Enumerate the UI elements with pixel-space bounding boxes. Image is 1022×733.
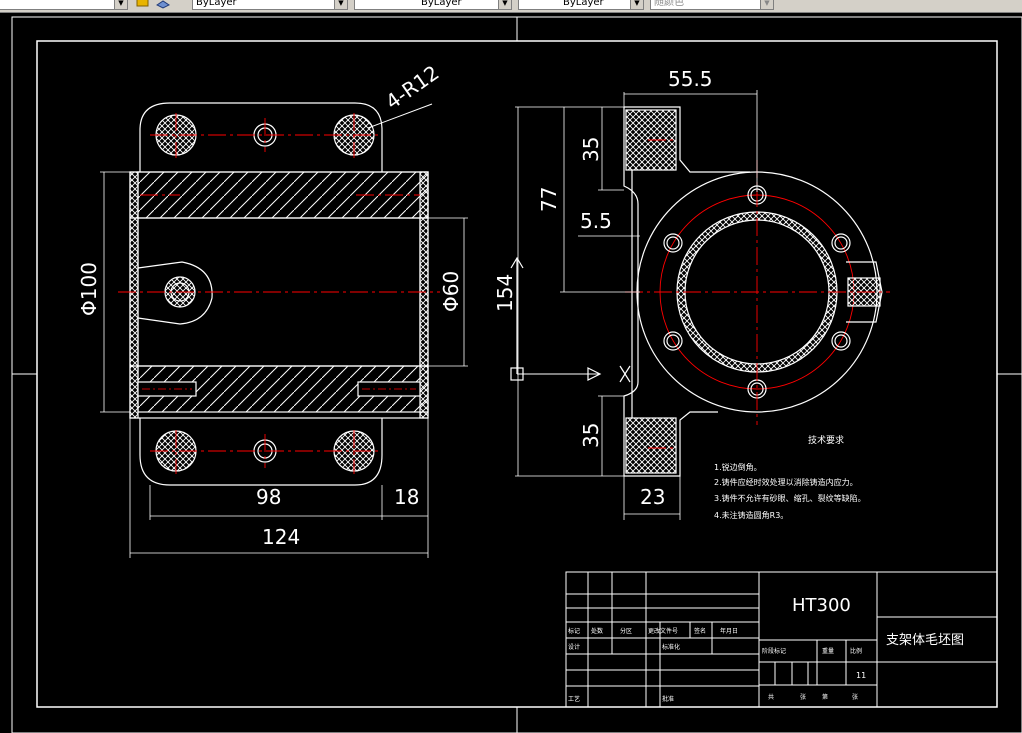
stage-label: 阶段标记 — [762, 647, 786, 655]
weight-label: 重量 — [822, 647, 834, 655]
plotstyle-combo[interactable]: 随颜色▼ — [650, 0, 774, 10]
note-3: 3.铸件不允许有砂眼、缩孔、裂纹等缺陷。 — [714, 493, 866, 503]
dim-5-5: 5.5 — [580, 209, 612, 233]
linetype-combo[interactable]: ByLayer▼ — [354, 0, 512, 10]
scale-label: 比例 — [850, 647, 862, 655]
dim-dia60: Φ60 — [439, 271, 463, 312]
note-4: 4.未注铸造圆角R3。 — [714, 510, 788, 520]
side-view — [510, 90, 890, 520]
chevron-down-icon[interactable]: ▼ — [334, 0, 347, 9]
row-label-date: 年月日 — [720, 627, 738, 635]
row-label-mark: 标记 — [568, 627, 580, 635]
sheet-count: 11 — [856, 671, 866, 680]
layer-state-icon[interactable] — [136, 0, 150, 9]
row-label-zone: 分区 — [620, 627, 632, 635]
dim-154: 154 — [493, 274, 517, 312]
chevron-down-icon[interactable]: ▼ — [498, 0, 511, 9]
row-label-count: 处数 — [591, 627, 603, 635]
note-1: 1.锐边倒角。 — [714, 462, 762, 472]
lineweight-combo[interactable]: ByLayer▼ — [518, 0, 644, 10]
dim-35-bottom: 35 — [579, 423, 603, 448]
sheet-label-2: 张 — [852, 693, 858, 701]
dim-124: 124 — [262, 525, 300, 549]
chevron-down-icon[interactable]: ▼ — [630, 0, 643, 9]
row-label-sign: 签名 — [694, 627, 706, 635]
layer-previous-icon[interactable] — [156, 0, 170, 9]
chevron-down-icon[interactable]: ▼ — [760, 0, 773, 9]
sheet-no-label: 第 — [822, 693, 828, 701]
layer-combo[interactable]: ▼ — [0, 0, 128, 10]
standard-label: 标准化 — [662, 643, 680, 651]
dim-98: 98 — [256, 485, 281, 509]
approve-label: 批准 — [662, 695, 674, 703]
dim-77: 77 — [537, 187, 561, 212]
note-2: 2.铸件应经时效处理以消除铸造内应力。 — [714, 477, 858, 487]
dim-dia100: Φ100 — [77, 262, 101, 316]
dim-35-top: 35 — [579, 137, 603, 162]
drawing-canvas[interactable]: 4-R12 Φ100 Φ60 98 18 124 — [0, 12, 1022, 733]
properties-toolbar: ▼ ByLayer▼ ByLayer▼ ByLayer▼ 随颜色▼ — [0, 0, 1022, 13]
design-label: 设计 — [568, 643, 580, 651]
craft-label: 工艺 — [568, 695, 580, 703]
row-label-doc: 更改文件号 — [648, 627, 678, 635]
color-combo[interactable]: ByLayer▼ — [192, 0, 348, 10]
dim-18: 18 — [394, 485, 419, 509]
dim-23: 23 — [640, 485, 665, 509]
sheet-label: 张 — [800, 693, 806, 701]
front-view — [100, 102, 468, 558]
material-label: HT300 — [792, 595, 851, 616]
dim-55-5: 55.5 — [668, 67, 713, 91]
part-name-label: 支架体毛坯图 — [886, 633, 964, 648]
dim-4-r12: 4-R12 — [381, 60, 443, 114]
title-block — [565, 571, 998, 708]
tech-requirements-title: 技术要求 — [808, 434, 844, 446]
sheet-frame — [11, 16, 1022, 733]
sheet-total-label: 共 — [768, 693, 774, 701]
chevron-down-icon[interactable]: ▼ — [114, 0, 127, 9]
